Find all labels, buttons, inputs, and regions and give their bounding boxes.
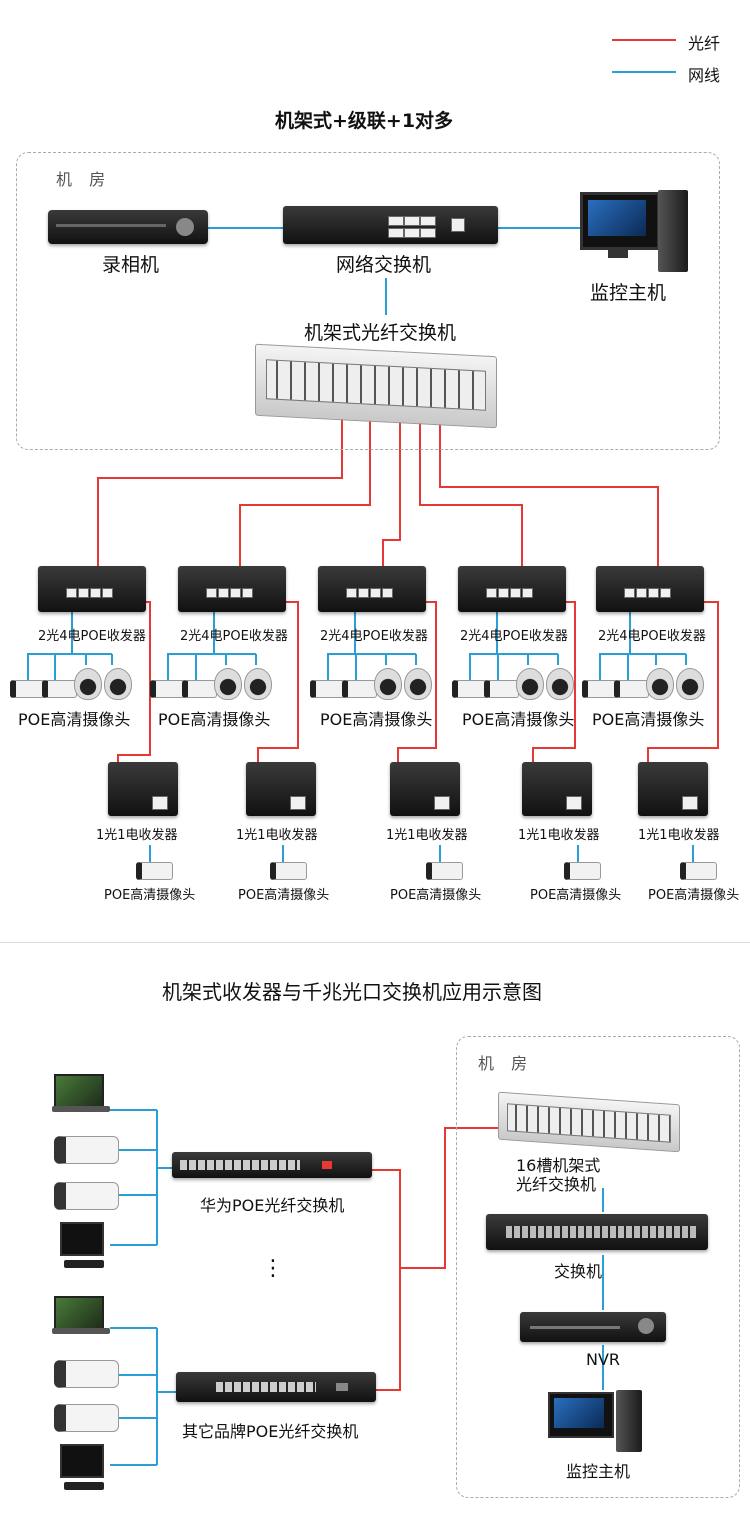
bullet-camera-icon [270, 862, 307, 880]
bullet-camera-icon [54, 1182, 119, 1210]
dome-camera-icon [404, 668, 432, 700]
poe-camera-label-3: POE高清摄像头 [320, 710, 433, 729]
transceiver-2x4-label-1: 2光4电POE收发器 [38, 629, 146, 644]
transceiver-1x1-label-5: 1光1电收发器 [638, 828, 720, 843]
section-divider [0, 942, 750, 943]
camera-group-4 [452, 668, 574, 704]
poe-transceiver-2x4-2 [178, 566, 286, 612]
other-brand-poe-switch-device [176, 1372, 376, 1402]
dome-camera-icon [74, 668, 102, 700]
monitor-host-computer [580, 190, 690, 275]
nvr-label: NVR [586, 1350, 621, 1369]
transceiver-2x4-label-3: 2光4电POE收发器 [320, 629, 428, 644]
transceiver-1x1-label-3: 1光1电收发器 [386, 828, 468, 843]
nvr-device [520, 1312, 666, 1342]
poe-camera-label-4: POE高清摄像头 [462, 710, 575, 729]
desktop-computer-icon [60, 1222, 106, 1270]
other-switch-label: 其它品牌POE光纤交换机 [182, 1422, 359, 1441]
dome-camera-icon [244, 668, 272, 700]
transceiver-1x1-2 [246, 762, 316, 816]
network-switch-device [283, 206, 498, 244]
bullet-camera-icon [680, 862, 717, 880]
top-room-label: 机 房 [56, 170, 112, 189]
bullet-camera-icon [42, 680, 77, 698]
bullet-camera-icon [614, 680, 649, 698]
poe-transceiver-2x4-5 [596, 566, 704, 612]
top-server-room [16, 152, 720, 450]
dome-camera-icon [546, 668, 574, 700]
recorder-label: 录相机 [102, 254, 160, 276]
transceiver-1x1-label-4: 1光1电收发器 [518, 828, 600, 843]
single-camera-label-5: POE高清摄像头 [648, 888, 740, 903]
bullet-camera-icon [136, 862, 173, 880]
bullet-camera-icon [54, 1360, 119, 1388]
poe-transceiver-2x4-4 [458, 566, 566, 612]
rack16-label-line1: 16槽机架式 [516, 1156, 601, 1175]
monitor-host-label: 监控主机 [590, 282, 667, 304]
huawei-poe-switch-device [172, 1152, 372, 1178]
transceiver-1x1-1 [108, 762, 178, 816]
transceiver-2x4-label-4: 2光4电POE收发器 [460, 629, 568, 644]
bottom-server-room [456, 1036, 740, 1498]
bottom-room-label: 机 房 [478, 1054, 534, 1073]
dome-camera-icon [374, 668, 402, 700]
transceiver-1x1-label-1: 1光1电收发器 [96, 828, 178, 843]
legend-fiber-label: 光纤 [688, 34, 721, 53]
laptop-icon [52, 1074, 110, 1114]
bullet-camera-icon [310, 680, 345, 698]
legend-network-label: 网线 [688, 66, 721, 85]
bottom-section-title: 机架式收发器与千兆光口交换机应用示意图 [162, 980, 542, 1004]
transceiver-1x1-5 [638, 762, 708, 816]
bullet-camera-icon [54, 1404, 119, 1432]
single-camera-label-1: POE高清摄像头 [104, 888, 196, 903]
more-switches-ellipsis: ⋮ [262, 1256, 284, 1281]
laptop-icon [52, 1296, 110, 1336]
camera-group-3 [310, 668, 432, 704]
bullet-camera-icon [452, 680, 487, 698]
bullet-camera-icon [564, 862, 601, 880]
bullet-camera-icon [182, 680, 217, 698]
rack-fiber-switch-device [255, 343, 497, 429]
camera-group-2 [150, 668, 272, 704]
transceiver-1x1-label-2: 1光1电收发器 [236, 828, 318, 843]
bullet-camera-icon [150, 680, 185, 698]
core-switch-device [486, 1214, 708, 1250]
bullet-camera-icon [54, 1136, 119, 1164]
dome-camera-icon [516, 668, 544, 700]
huawei-switch-label: 华为POE光纤交换机 [200, 1196, 345, 1215]
poe-camera-label-5: POE高清摄像头 [592, 710, 705, 729]
transceiver-2x4-label-5: 2光4电POE收发器 [598, 629, 706, 644]
camera-group-1 [10, 668, 132, 704]
bullet-camera-icon [426, 862, 463, 880]
poe-transceiver-2x4-1 [38, 566, 146, 612]
dome-camera-icon [214, 668, 242, 700]
bullet-camera-icon [10, 680, 45, 698]
poe-transceiver-2x4-3 [318, 566, 426, 612]
rack16-label-line2: 光纤交换机 [516, 1175, 597, 1194]
core-switch-label: 交换机 [554, 1262, 603, 1281]
transceiver-1x1-3 [390, 762, 460, 816]
bullet-camera-icon [484, 680, 519, 698]
dome-camera-icon [676, 668, 704, 700]
dome-camera-icon [104, 668, 132, 700]
single-camera-label-2: POE高清摄像头 [238, 888, 330, 903]
camera-group-5 [582, 668, 704, 704]
transceiver-2x4-label-2: 2光4电POE收发器 [180, 629, 288, 644]
dome-camera-icon [646, 668, 674, 700]
monitor-host-computer [548, 1390, 644, 1454]
network-switch-label: 网络交换机 [336, 254, 432, 276]
video-recorder-device [48, 210, 208, 244]
top-section-title: 机架式+级联+1对多 [275, 110, 454, 132]
bullet-camera-icon [342, 680, 377, 698]
poe-camera-label-2: POE高清摄像头 [158, 710, 271, 729]
poe-camera-label-1: POE高清摄像头 [18, 710, 131, 729]
single-camera-label-4: POE高清摄像头 [530, 888, 622, 903]
bullet-camera-icon [582, 680, 617, 698]
rack-switch-label: 机架式光纤交换机 [304, 322, 457, 344]
bottom-host-label: 监控主机 [566, 1462, 631, 1481]
single-camera-label-3: POE高清摄像头 [390, 888, 482, 903]
desktop-computer-icon [60, 1444, 106, 1492]
transceiver-1x1-4 [522, 762, 592, 816]
